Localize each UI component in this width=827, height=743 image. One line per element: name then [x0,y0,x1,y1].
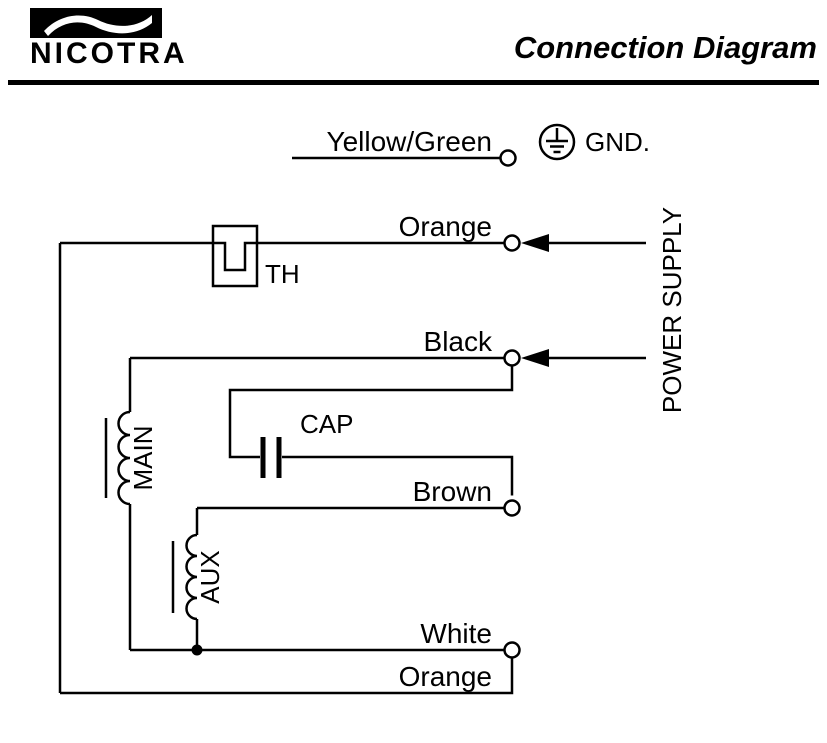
junction-dot [191,644,203,656]
wire-capacitor-left [228,365,514,459]
terminal-brown [503,499,521,517]
arrow-orange-icon [521,234,549,252]
main-coil-bumps [117,410,131,506]
gnd-label: GND. [585,127,650,157]
page-header: NICOTRA Connection Diagram [0,0,827,90]
page-title: Connection Diagram [513,30,817,65]
aux-coil-bumps [185,533,198,621]
label-black: Black [424,326,493,357]
terminal-orange [503,234,521,252]
aux-label: AUX [195,550,225,603]
label-brown: Brown [413,476,492,507]
label-orange-bottom: Orange [399,661,492,692]
nicotra-logo: NICOTRA [30,8,188,70]
power-supply-label: POWER SUPPLY [657,207,687,413]
wire-orange-bottom [60,657,514,695]
connection-diagram: Yellow/Green GND. Orange TH POWER SUPPLY… [58,123,687,695]
power-supply-arrows [521,234,646,367]
aux-coil [171,533,198,621]
circuit-wires [58,156,514,695]
wire-orange-top [60,241,505,272]
header-rule [8,80,819,85]
ground-icon [538,123,576,161]
thermal-protector-symbol [211,224,259,288]
label-white: White [420,618,492,649]
terminals [191,149,521,659]
terminal-black [503,349,521,367]
terminal-white [503,641,521,659]
th-label: TH [265,259,300,289]
brand-wave-icon [30,8,162,38]
main-coil [104,410,131,506]
capacitor-symbol [260,437,282,478]
diagram-labels: Yellow/Green GND. Orange TH POWER SUPPLY… [128,126,687,692]
label-orange-top: Orange [399,211,492,242]
main-label: MAIN [128,426,158,491]
wire-capacitor-right [282,455,514,496]
brand-name: NICOTRA [30,37,188,70]
cap-label: CAP [300,409,353,439]
terminal-yellow-green [499,149,517,167]
label-yellow-green: Yellow/Green [326,126,492,157]
arrow-black-icon [521,349,549,367]
